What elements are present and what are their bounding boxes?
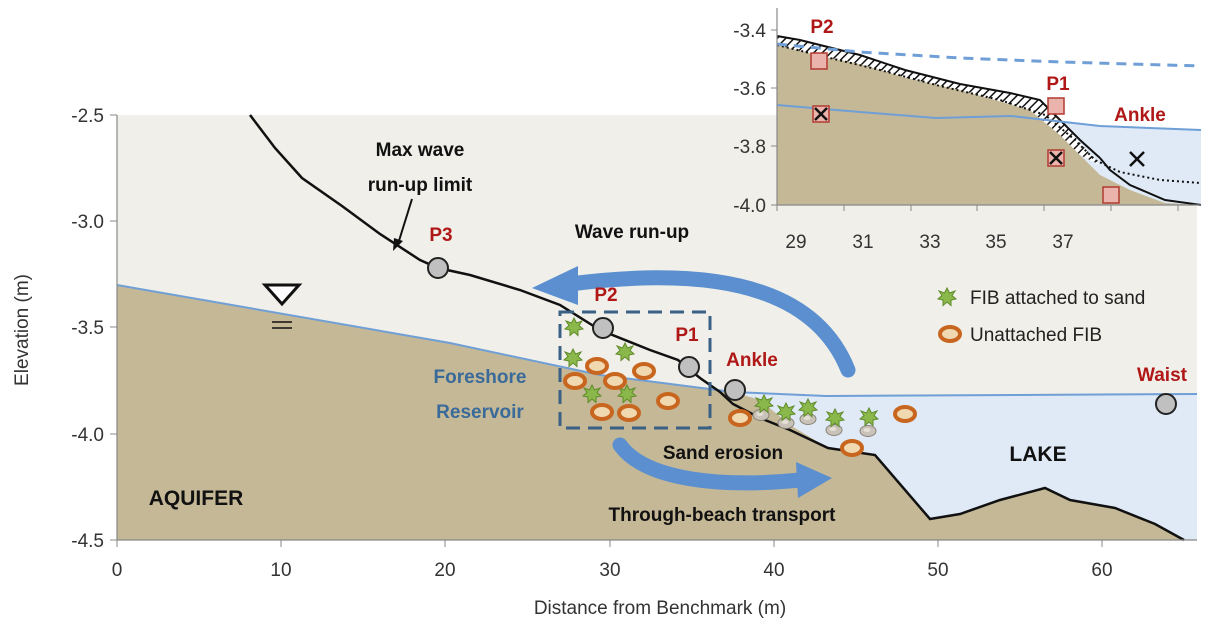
- inset-ankle-label: Ankle: [1114, 105, 1166, 126]
- foreshore-label: Foreshore: [434, 367, 527, 388]
- inset-ankle-water-line: [776, 104, 1202, 131]
- inset-y-tick-label: -3.4: [733, 21, 766, 42]
- inset-erosion-hatch: [777, 36, 1100, 165]
- y-tick-label: -3.5: [71, 318, 104, 339]
- sand-grain-icon: [799, 413, 817, 425]
- fib-unattached-icon: [563, 372, 587, 390]
- foreshore-reservoir-box: [558, 310, 712, 430]
- point-p2-label: P2: [594, 285, 617, 306]
- y-tick-label: -2.5: [71, 106, 104, 127]
- wave-runup-label: Wave run-up: [575, 222, 689, 243]
- fib-unattached-icon: [840, 439, 864, 457]
- point-p1-marker: [678, 356, 700, 378]
- fib-unattached-icon: [656, 392, 680, 410]
- through-beach-arrow: [612, 437, 808, 491]
- y-tick-label: -3.0: [71, 212, 104, 233]
- sand-grain-icon: [859, 425, 877, 437]
- y-axis: -2.5 -3.0 -3.5 -4.0 -4.5: [71, 106, 117, 552]
- point-p3-label: P3: [429, 225, 452, 246]
- legend-attached-label: FIB attached to sand: [970, 288, 1145, 309]
- inset-cross-marker: [814, 107, 828, 121]
- through-beach-arrowhead: [796, 462, 832, 498]
- point-ankle-label: Ankle: [726, 350, 778, 371]
- inset-previous-surface: [776, 35, 1101, 159]
- lake-water: [733, 392, 1197, 540]
- point-p1-label: P1: [675, 325, 699, 346]
- inset-cross-marker: [1049, 151, 1063, 165]
- inset-cross-marker: [1129, 151, 1145, 167]
- fib-unattached-icon: [728, 409, 752, 427]
- y-axis-title: Elevation (m): [12, 274, 33, 386]
- fib-unattached-icon: [603, 372, 627, 390]
- inset-x-tick-label: 33: [919, 232, 940, 253]
- point-ankle-marker: [724, 379, 746, 401]
- aquifer-label: AQUIFER: [149, 487, 244, 510]
- inset-x-tick-label: 31: [852, 232, 873, 253]
- water-table-line: [116, 284, 1198, 398]
- sand-grain-icon: [777, 417, 795, 429]
- lake-label: LAKE: [1009, 443, 1066, 466]
- sand-grain-icon: [825, 424, 843, 436]
- y-tick-label: -4.0: [71, 425, 104, 446]
- inset-markers: [810, 52, 1145, 204]
- x-axis: 0 10 20 30 40 50 60: [112, 540, 1113, 581]
- fib-unattached-icon: [585, 357, 609, 375]
- x-axis-title: Distance from Benchmark (m): [534, 598, 786, 619]
- inset-x-tick-label: 29: [785, 232, 806, 253]
- x-tick-label: 40: [763, 560, 784, 581]
- inset-sand: [777, 45, 1201, 205]
- inset-x-tick-label: 35: [985, 232, 1006, 253]
- max-wave-label-line2: run-up limit: [368, 175, 473, 196]
- reservoir-label: Reservoir: [436, 402, 524, 423]
- fib-unattached-icon: [632, 362, 656, 380]
- aquifer-sand: [117, 285, 1184, 540]
- point-waist-marker: [1155, 393, 1177, 415]
- y-tick-label: -4.5: [71, 531, 104, 552]
- inset-square-marker: [1047, 97, 1065, 115]
- inset-square-marker: [810, 52, 828, 70]
- max-wave-pointer: [397, 198, 413, 245]
- legend-unattached-label: Unattached FIB: [970, 325, 1102, 346]
- sand-erosion-label: Sand erosion: [663, 443, 783, 464]
- x-tick-label: 60: [1091, 560, 1112, 581]
- sampling-points: P3 P2 P1 Ankle Waist: [427, 225, 1188, 415]
- fib-unattached-icon: [893, 405, 917, 423]
- max-wave-label-line1: Max wave: [376, 140, 465, 161]
- through-beach-label: Through-beach transport: [609, 505, 837, 526]
- wave-runup-arrow: [562, 270, 856, 378]
- legend-fib-unattached-icon: [938, 325, 962, 343]
- inset-upper-water-line: [776, 42, 1202, 68]
- fib-unattached-icon: [617, 404, 641, 422]
- inset-p1-label: P1: [1046, 74, 1070, 95]
- wave-runup-arrowhead: [532, 266, 578, 305]
- inset-plot: -3.4 -3.6 -3.8 -4.0 29 31 33 35 37: [733, 8, 1202, 253]
- x-tick-label: 10: [270, 560, 291, 581]
- point-p3-marker: [427, 257, 449, 279]
- x-tick-label: 20: [434, 560, 455, 581]
- x-tick-label: 30: [599, 560, 620, 581]
- inset-y-tick-label: -4.0: [733, 196, 766, 217]
- inset-current-surface: [1099, 157, 1202, 206]
- inset-square-marker: [1102, 186, 1120, 204]
- inset-y-tick-label: -3.6: [733, 79, 766, 100]
- fib-unattached-icon: [590, 403, 614, 421]
- x-tick-label: 0: [112, 560, 123, 581]
- inset-y-tick-label: -3.8: [733, 137, 766, 158]
- inset-p2-label: P2: [810, 17, 833, 38]
- max-wave-pointer-head: [393, 238, 403, 251]
- x-tick-label: 50: [927, 560, 948, 581]
- inset-dotted-surface: [776, 44, 1202, 184]
- point-p2-marker: [592, 317, 614, 339]
- inset-x-tick-label: 37: [1052, 232, 1073, 253]
- water-table-symbol: [261, 283, 303, 329]
- point-waist-label: Waist: [1137, 365, 1188, 386]
- legend: FIB attached to sand Unattached FIB: [937, 287, 1145, 346]
